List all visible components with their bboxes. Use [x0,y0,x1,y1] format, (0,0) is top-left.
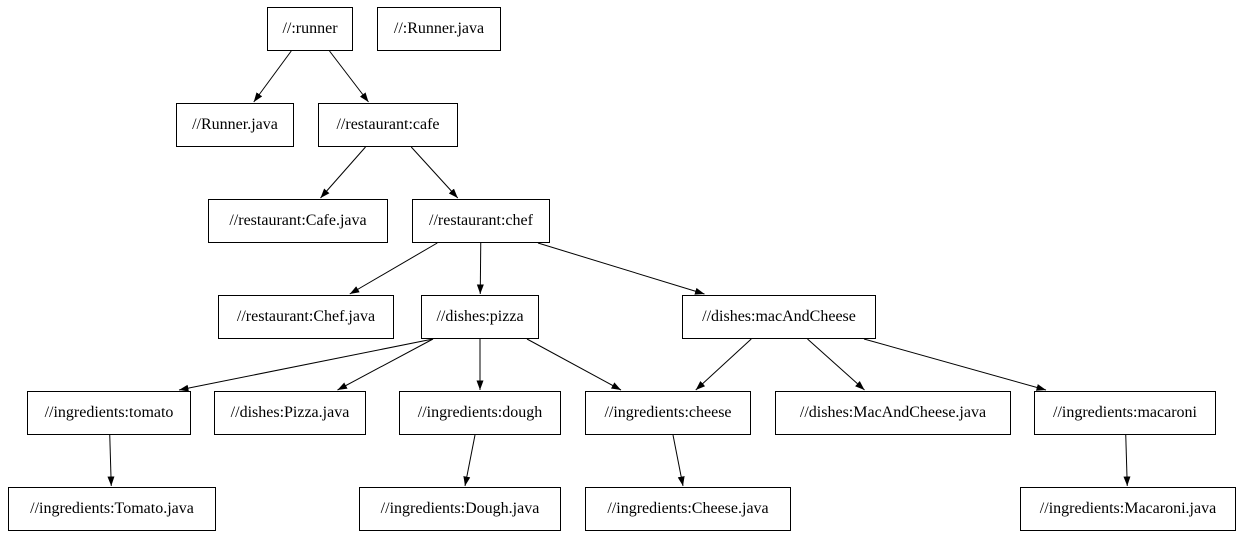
graph-edge-pizza-to-tomato [178,338,434,392]
graph-edge-chef-to-pizza [476,242,484,295]
graph-edge-cheese-to-cheese_java [672,434,685,487]
graph-edge-chef-to-macandcheese [537,242,705,295]
graph-node-macaroni_java: //ingredients:Macaroni.java [1020,487,1236,531]
graph-node-runner_java: //Runner.java [176,103,294,147]
graph-node-dough: //ingredients:dough [399,391,561,435]
graph-edge-runner-to-cafe [329,50,369,103]
graph-node-cheese: //ingredients:cheese [585,391,751,435]
graph-node-chef_java: //restaurant:Chef.java [218,295,394,339]
graph-edge-macandcheese-to-cheese [695,338,752,391]
graph-edge-runner-to-runner_java [253,50,292,103]
graph-node-tomato: //ingredients:tomato [27,391,191,435]
graph-node-dough_java: //ingredients:Dough.java [359,487,561,531]
graph-node-macandcheese: //dishes:macAndCheese [682,295,876,339]
graph-edge-tomato-to-tomato_java [107,434,115,487]
graph-node-runner: //:runner [267,7,353,51]
graph-node-cafe_java: //restaurant:Cafe.java [208,199,388,243]
graph-edge-macaroni-to-macaroni_java [1123,434,1131,487]
graph-edge-cafe-to-cafe_java [320,146,366,199]
graph-node-macandcheese_java: //dishes:MacAndCheese.java [775,391,1011,435]
graph-node-cheese_java: //ingredients:Cheese.java [585,487,791,531]
graph-edge-pizza-to-pizza_java [337,338,434,391]
graph-node-chef: //restaurant:chef [412,199,550,243]
graph-edge-pizza-to-cheese [526,338,622,391]
graph-edge-cafe-to-chef [410,146,459,199]
graph-node-pizza_java: //dishes:Pizza.java [214,391,366,435]
graph-node-cafe: //restaurant:cafe [318,103,458,147]
graph-node-macaroni: //ingredients:macaroni [1034,391,1216,435]
graph-edge-dough-to-dough_java [463,434,476,487]
graph-edge-chef-to-chef_java [349,242,438,295]
graph-node-pizza: //dishes:pizza [421,295,539,339]
graph-node-tomato_java: //ingredients:Tomato.java [8,487,216,531]
graph-edge-macandcheese-to-macandcheese_java [807,338,865,391]
graph-edge-macandcheese-to-macaroni [863,338,1047,391]
graph-node-runner_java_top: //:Runner.java [377,7,501,51]
